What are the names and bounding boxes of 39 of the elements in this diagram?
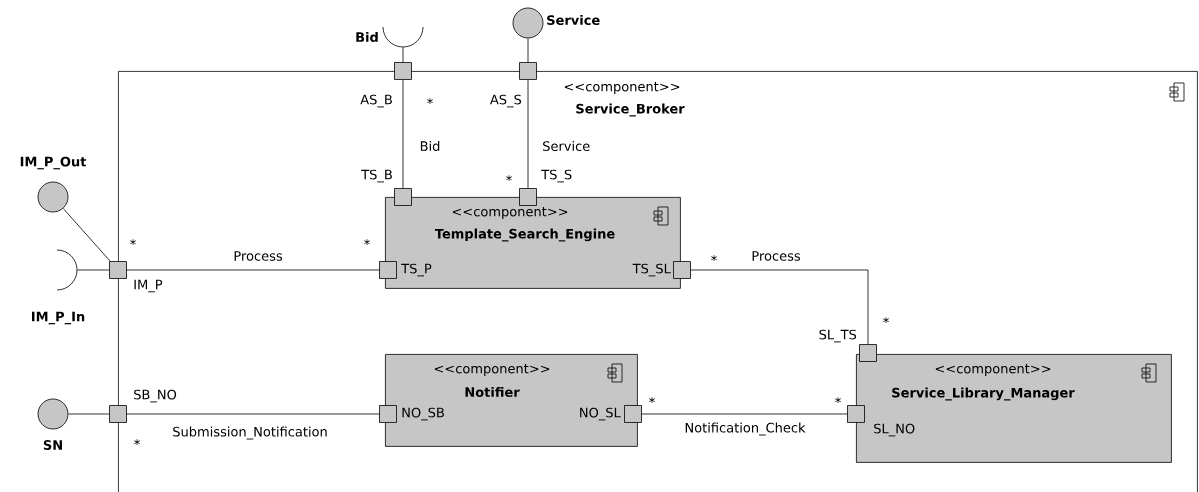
node-label: TS_S — [541, 169, 572, 183]
interface-label: IM_P_Out — [20, 156, 87, 170]
edge-label: Process — [232, 250, 284, 262]
multiplicity: * — [883, 317, 889, 324]
interface-label: SN — [43, 440, 62, 450]
edge-label: Process — [750, 250, 802, 262]
node-label: AS_B — [360, 94, 392, 108]
node-label: TS_SL — [632, 263, 671, 277]
connector — [527, 38, 529, 63]
connector — [527, 79, 529, 189]
multiplicity: * — [711, 255, 717, 262]
multiplicity: * — [130, 239, 136, 246]
multiplicity: * — [506, 175, 512, 182]
node-label: SB_NO — [134, 389, 177, 403]
node-label: NO_SB — [402, 407, 444, 421]
multiplicity: * — [364, 239, 370, 246]
node-label: SL_NO — [874, 423, 915, 437]
node-label: TS_B — [361, 169, 392, 183]
multiplicity: * — [835, 397, 841, 404]
multiplicity: * — [427, 98, 433, 105]
multiplicity: * — [134, 439, 140, 446]
connector — [126, 413, 380, 415]
connector — [402, 46, 404, 63]
node-label: NO_SL — [580, 407, 621, 421]
connector — [402, 79, 404, 189]
node-label: SL_TS — [819, 329, 857, 343]
connector — [126, 269, 380, 271]
connector — [62, 208, 111, 262]
connector — [76, 269, 110, 271]
node-label: AS_S — [490, 94, 522, 108]
connector — [68, 413, 110, 415]
node-label: TS_P — [401, 263, 432, 277]
interface-label: Service — [547, 14, 600, 26]
connector — [641, 413, 848, 415]
multiplicity: * — [649, 397, 655, 404]
connector — [690, 269, 869, 345]
interface-label: IM_P_In — [32, 311, 85, 325]
node-label: IM_P — [134, 279, 163, 293]
interface-label: Bid — [356, 31, 378, 43]
